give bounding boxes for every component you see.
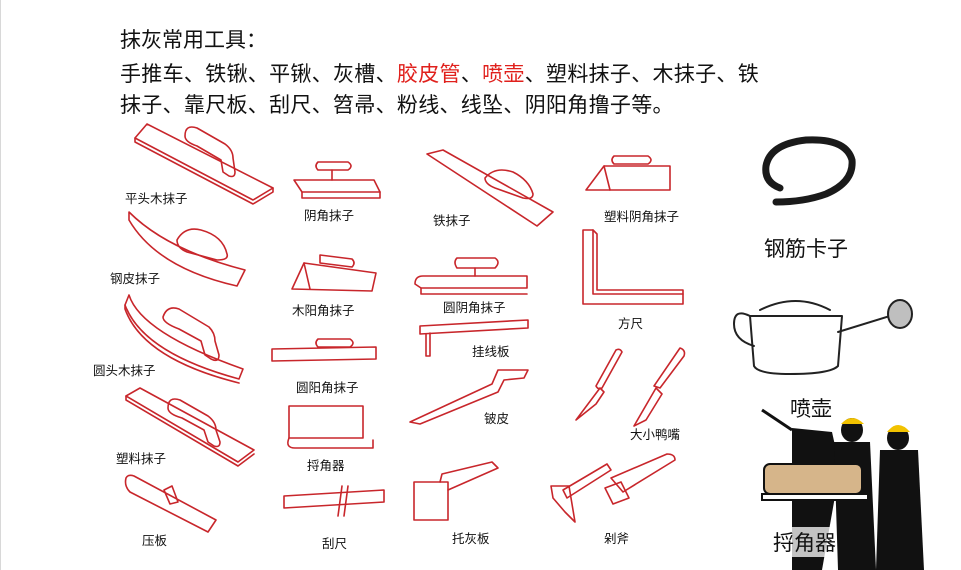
steel-trowel-icon bbox=[128, 211, 246, 287]
label-steel-trowel: 钢皮抹子 bbox=[110, 271, 161, 286]
plastic-trowel-icon bbox=[125, 387, 255, 467]
label-rebar-clip: 钢筋卡子 bbox=[764, 237, 848, 261]
tool-list-line-2: 抹子、靠尺板、刮尺、笤帚、粉线、线坠、阴阳角撸子等。 bbox=[120, 93, 674, 117]
label-spatula: 铍皮 bbox=[484, 411, 510, 426]
tool-list-seg-5: 、塑料抹子、木抹子、铁 bbox=[524, 62, 760, 86]
iron-trowel-icon bbox=[426, 149, 554, 227]
label-scraping-ruler: 刮尺 bbox=[322, 536, 348, 551]
label-chopping-axe: 剁斧 bbox=[604, 531, 630, 546]
label-corner-former: 捋角器 bbox=[307, 458, 345, 473]
tool-list-line-1: 手推车、铁锹、平锹、灰槽、胶皮管、喷壶、塑料抹子、木抹子、铁 bbox=[120, 58, 759, 88]
scraping-ruler-icon bbox=[283, 485, 385, 517]
round-outside-corner-trowel-icon bbox=[271, 338, 377, 362]
rebar-clip-icon bbox=[762, 136, 856, 206]
label-square-ruler: 方尺 bbox=[618, 316, 644, 331]
corner-former-icon bbox=[287, 405, 374, 449]
label-duckbill-trowels: 大小鸭嘴 bbox=[630, 427, 681, 442]
wood-outside-corner-trowel-icon bbox=[291, 254, 377, 292]
tool-list-seg-1: 手推车、铁锹、平锹、灰槽、 bbox=[120, 62, 397, 86]
tool-list-seg-hose: 胶皮管 bbox=[396, 62, 461, 86]
label-round-inside-corner-trowel: 圆阴角抹子 bbox=[443, 300, 506, 315]
line-hanging-board-icon bbox=[419, 319, 529, 357]
label-round-outside-corner-trowel: 圆阳角抹子 bbox=[296, 380, 359, 395]
tool-list-seg-can: 喷壶 bbox=[482, 62, 525, 86]
chopping-axe-icon bbox=[550, 453, 676, 523]
label-iron-trowel: 铁抹子 bbox=[433, 213, 471, 228]
flat-wood-trowel-icon bbox=[134, 123, 274, 205]
label-hawk-board: 托灰板 bbox=[452, 531, 490, 546]
label-watering-can: 喷壶 bbox=[790, 397, 832, 421]
plastic-inside-corner-trowel-icon bbox=[585, 155, 671, 191]
label-inside-corner-trowel: 阴角抹子 bbox=[304, 208, 355, 223]
label-plastic-inside-corner-trowel: 塑料阴角抹子 bbox=[604, 209, 680, 224]
inside-corner-trowel-icon bbox=[293, 161, 381, 199]
spatula-icon bbox=[409, 369, 529, 425]
duckbill-trowels-icon bbox=[575, 347, 686, 427]
square-ruler-icon bbox=[582, 229, 684, 305]
label-line-hanging-board: 挂线板 bbox=[472, 344, 510, 359]
label-corner-former-photo: 捋角器 bbox=[773, 527, 836, 557]
label-wood-outside-corner-trowel: 木阳角抹子 bbox=[292, 303, 355, 318]
hawk-board-icon bbox=[413, 461, 499, 521]
label-flat-wood-trowel: 平头木抹子 bbox=[125, 191, 188, 206]
watering-can-icon bbox=[733, 299, 913, 375]
round-inside-corner-trowel-icon bbox=[414, 257, 528, 295]
heading: 抹灰常用工具： bbox=[120, 28, 267, 52]
label-pressing-board: 压板 bbox=[142, 533, 168, 548]
tool-list-seg-3: 、 bbox=[460, 62, 483, 86]
label-round-wood-trowel: 圆头木抹子 bbox=[93, 363, 156, 378]
label-plastic-trowel: 塑料抹子 bbox=[116, 451, 167, 466]
round-wood-trowel-icon bbox=[124, 294, 244, 384]
corner-former-photo-icon bbox=[761, 463, 869, 501]
pressing-board-icon bbox=[124, 474, 217, 533]
page-left-rule bbox=[0, 0, 1, 570]
